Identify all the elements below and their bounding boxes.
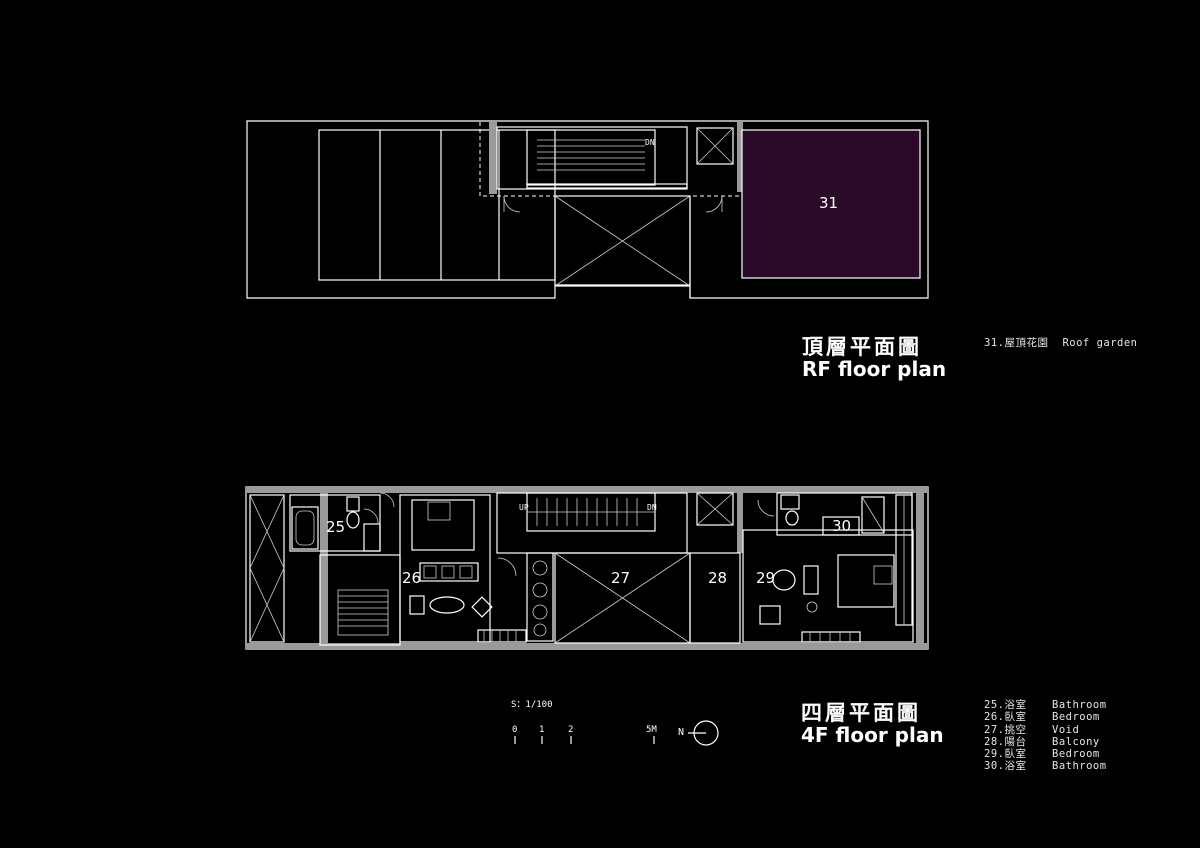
- f4-legend-row: 30.浴室 Bathroom: [984, 760, 1107, 772]
- f4-stair-dn-label: DN: [647, 503, 657, 512]
- f4-legend-num: 30.浴室: [984, 760, 1027, 773]
- f4-legend-num: 29.臥室: [984, 748, 1027, 761]
- f4-stair-up-label: UP: [519, 503, 529, 512]
- rf-title-zh: 頂層平面圖: [802, 335, 922, 359]
- room-28-label: 28: [708, 569, 727, 587]
- rf-stair-dn-label: DN: [645, 138, 655, 147]
- f4-legend-en: Bathroom: [1052, 699, 1107, 711]
- f4-legend-en: Bedroom: [1052, 711, 1100, 724]
- f4-legend-row: 29.臥室 Bedroom: [984, 748, 1107, 760]
- north-arrow: [688, 720, 719, 746]
- scale-label: S：1/100: [511, 700, 553, 710]
- f4-legend-row: 26.臥室 Bedroom: [984, 711, 1107, 723]
- roof-garden-area: [741, 129, 921, 279]
- rf-legend-en: Roof garden: [1062, 337, 1138, 349]
- scale-tick-1: 1: [539, 725, 545, 735]
- room-25-label: 25: [326, 518, 345, 536]
- f4-legend-row: 25.浴室 Bathroom: [984, 699, 1107, 711]
- rf-stair-treads: [537, 139, 645, 171]
- room-30-label: 30: [832, 517, 851, 535]
- scale-tick-2: 2: [568, 725, 574, 735]
- f4-legend: 25.浴室 Bathroom 26.臥室 Bedroom 27.挑空 Void 28.…: [984, 699, 1107, 773]
- f4-legend-num: 26.臥室: [984, 711, 1027, 724]
- room-31-label: 31: [819, 194, 838, 212]
- rf-legend-row: 31.屋頂花園 Roof garden: [984, 337, 1138, 349]
- north-label: N: [678, 727, 685, 738]
- room-29-label: 29: [756, 569, 775, 587]
- f4-legend-row: 27.挑空 Void: [984, 724, 1107, 736]
- f4-legend-en: Bedroom: [1052, 748, 1100, 761]
- f4-legend-en: Void: [1052, 723, 1080, 736]
- rf-floor-plan: DN 31: [246, 120, 929, 299]
- f4-legend-row: 28.陽台 Balcony: [984, 736, 1107, 748]
- f4-title-zh: 四層平面圖: [801, 701, 921, 725]
- closet-lines: [338, 595, 388, 627]
- f4-legend-en: Bathroom: [1052, 760, 1107, 773]
- f4-legend-num: 27.挑空: [984, 723, 1027, 736]
- rf-title-en: RF floor plan: [802, 357, 947, 381]
- rf-legend: 31.屋頂花園 Roof garden: [984, 337, 1138, 349]
- f4-legend-num: 28.陽台: [984, 735, 1027, 748]
- rf-legend-num: 31.屋頂花園: [984, 337, 1049, 349]
- scale-bar: [514, 736, 655, 744]
- scale-end-label: 5M: [646, 725, 657, 735]
- f4-legend-en: Balcony: [1052, 735, 1100, 748]
- room-27-label: 27: [611, 569, 630, 587]
- f4-legend-num: 25.浴室: [984, 699, 1027, 711]
- room-26-label: 26: [402, 569, 421, 587]
- f4-title-en: 4F floor plan: [801, 723, 944, 747]
- scale-tick-0: 0: [512, 725, 518, 735]
- f4-floor-plan: 25 26: [245, 486, 929, 650]
